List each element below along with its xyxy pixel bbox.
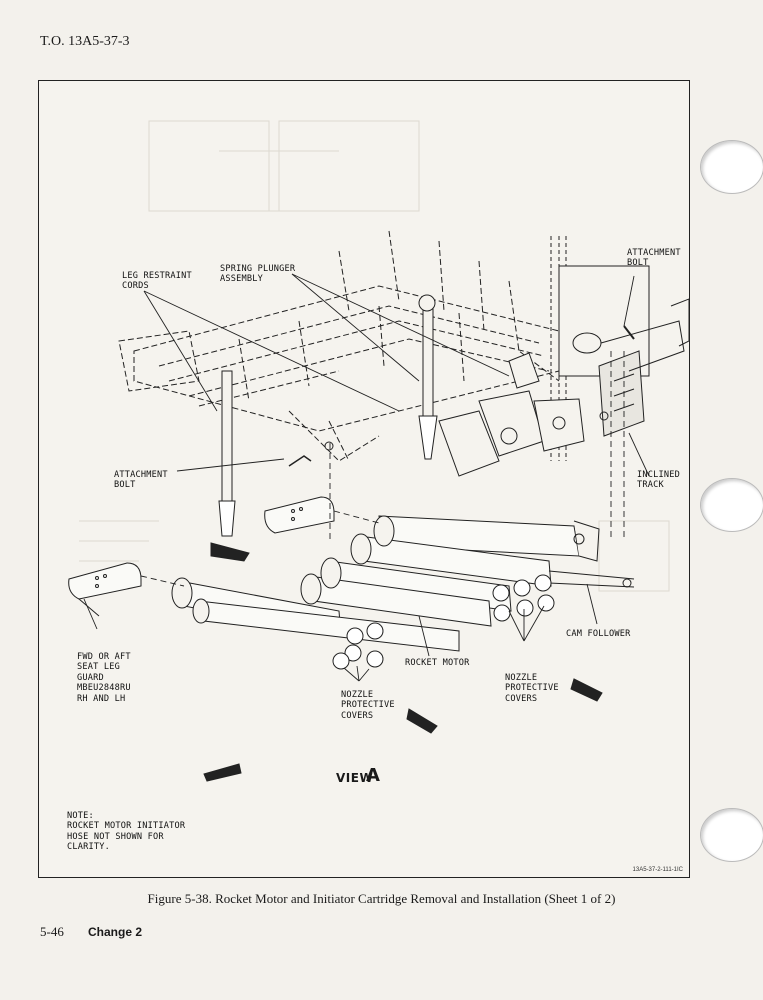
- alignment-lines: [140, 351, 625, 587]
- seat-frame: [118, 230, 560, 462]
- seat-leg-guards: [68, 496, 335, 617]
- label-spring-plunger-assembly: SPRING PLUNGER ASSEMBLY: [220, 264, 296, 285]
- bleed-through: [79, 120, 670, 592]
- figure-frame: LEG RESTRAINT CORDS SPRING PLUNGER ASSEM…: [38, 80, 690, 878]
- label-inclined-track: INCLINED TRACK: [637, 470, 680, 491]
- rocket-motor-illustration: [68, 120, 689, 782]
- figure-caption: Figure 5-38. Rocket Motor and Initiator …: [147, 891, 616, 906]
- label-nozzle-covers-right: NOZZLE PROTECTIVE COVERS: [505, 673, 559, 704]
- page-number: 5-46: [40, 924, 64, 939]
- document-number: T.O. 13A5-37-3: [40, 34, 130, 49]
- label-attachment-bolt-left: ATTACHMENT BOLT: [114, 470, 168, 491]
- leg-restraint-rods: [218, 294, 438, 537]
- figure-id: 13A5-37-2-111-1IC: [632, 867, 683, 873]
- label-seat-leg-guard: FWD OR AFT SEAT LEG GUARD MBEU2848RU RH …: [77, 652, 131, 704]
- label-rocket-motor: ROCKET MOTOR: [405, 658, 470, 668]
- change-number: Change 2: [88, 925, 143, 939]
- label-attachment-bolt-top: ATTACHMENT BOLT: [627, 248, 681, 269]
- label-cam-follower: CAM FOLLOWER: [566, 629, 631, 639]
- note-text: NOTE: ROCKET MOTOR INITIATOR HOSE NOT SH…: [67, 811, 186, 853]
- pointing-hand-icons: [203, 542, 603, 782]
- binder-hole-top: [700, 140, 763, 194]
- label-leg-restraint-cords: LEG RESTRAINT CORDS: [122, 271, 192, 292]
- binder-hole-bottom: [700, 808, 763, 862]
- view-label: VIEW: [336, 771, 374, 785]
- binder-hole-middle: [700, 478, 763, 532]
- view-letter: A: [366, 765, 380, 786]
- rocket-motor-tubes: [171, 515, 635, 670]
- label-nozzle-covers-center: NOZZLE PROTECTIVE COVERS: [341, 690, 395, 721]
- track-mechanism: [438, 236, 689, 477]
- leader-lines: [83, 273, 650, 682]
